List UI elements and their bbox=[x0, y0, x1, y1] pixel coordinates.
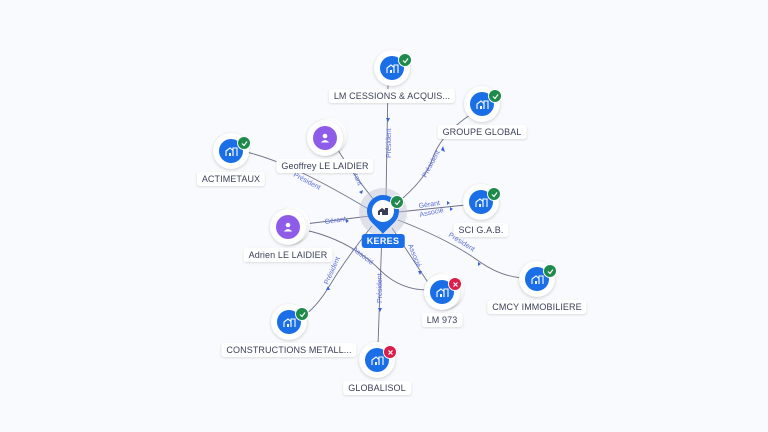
check-icon bbox=[488, 89, 502, 103]
person-icon bbox=[276, 215, 300, 239]
node-label: SCI G.A.B. bbox=[453, 223, 509, 237]
node-label: ACTIMETAUX bbox=[196, 172, 266, 186]
edge-label-sci-gab-associe: Associé bbox=[419, 207, 445, 219]
arrow-lm973 bbox=[418, 271, 422, 275]
node-label: LM 973 bbox=[421, 313, 463, 327]
arrow-lm-cessions bbox=[386, 118, 390, 122]
arrow-sci-gab-2 bbox=[450, 207, 453, 211]
arrow-geoffrey bbox=[359, 190, 363, 194]
check-icon bbox=[390, 195, 404, 209]
node-label: CONSTRUCTIONS METALL... bbox=[221, 343, 357, 357]
arrow-adrien bbox=[346, 219, 349, 223]
company-icon bbox=[372, 200, 394, 222]
check-icon bbox=[295, 307, 309, 321]
edges bbox=[245, 84, 523, 346]
edge-label-adrien: Gérant bbox=[324, 216, 346, 226]
edge-lm-cessions bbox=[385, 84, 389, 199]
edge-label-adrien-lm973: Associé bbox=[351, 246, 375, 267]
check-icon bbox=[487, 187, 501, 201]
check-icon bbox=[398, 53, 412, 67]
close-icon bbox=[448, 277, 462, 291]
person-icon bbox=[313, 126, 337, 150]
check-icon bbox=[237, 136, 251, 150]
edge-label-groupe-global: Président bbox=[422, 149, 442, 178]
edge-constructions bbox=[299, 225, 373, 319]
edge-adrien-lm973 bbox=[304, 229, 429, 291]
company-icon bbox=[380, 56, 404, 80]
arrow-groupe-global bbox=[441, 146, 445, 152]
company-icon bbox=[470, 92, 494, 116]
arrow-sci-gab bbox=[447, 201, 450, 205]
node-label: LM CESSIONS & ACQUIS... bbox=[328, 89, 456, 103]
arrow-cmcy bbox=[478, 262, 481, 266]
close-icon bbox=[383, 345, 397, 359]
edge-label-globalisol: Président bbox=[377, 273, 384, 303]
node-label: Geoffrey LE LAIDIER bbox=[276, 159, 374, 173]
edge-cmcy bbox=[397, 219, 523, 279]
node-label: GLOBALISOL bbox=[343, 381, 411, 395]
node-label: CMCY IMMOBILIERE bbox=[487, 300, 587, 314]
edge-globalisol bbox=[377, 231, 383, 346]
edge-adrien bbox=[304, 215, 371, 225]
edge-label-lm-cessions: Président bbox=[386, 128, 393, 158]
node-label: Adrien LE LAIDIER bbox=[243, 248, 333, 262]
edge-label-lm973: Associé bbox=[406, 243, 422, 268]
arrow-constructions bbox=[326, 286, 330, 290]
edge-label-sci-gab-gerant: Gérant bbox=[418, 200, 440, 210]
center-label: KERES bbox=[361, 234, 405, 248]
edge-sci-gab bbox=[397, 204, 467, 213]
check-icon bbox=[543, 264, 557, 278]
node-label: GROUPE GLOBAL bbox=[437, 125, 527, 139]
arrow-globalisol bbox=[378, 308, 382, 312]
